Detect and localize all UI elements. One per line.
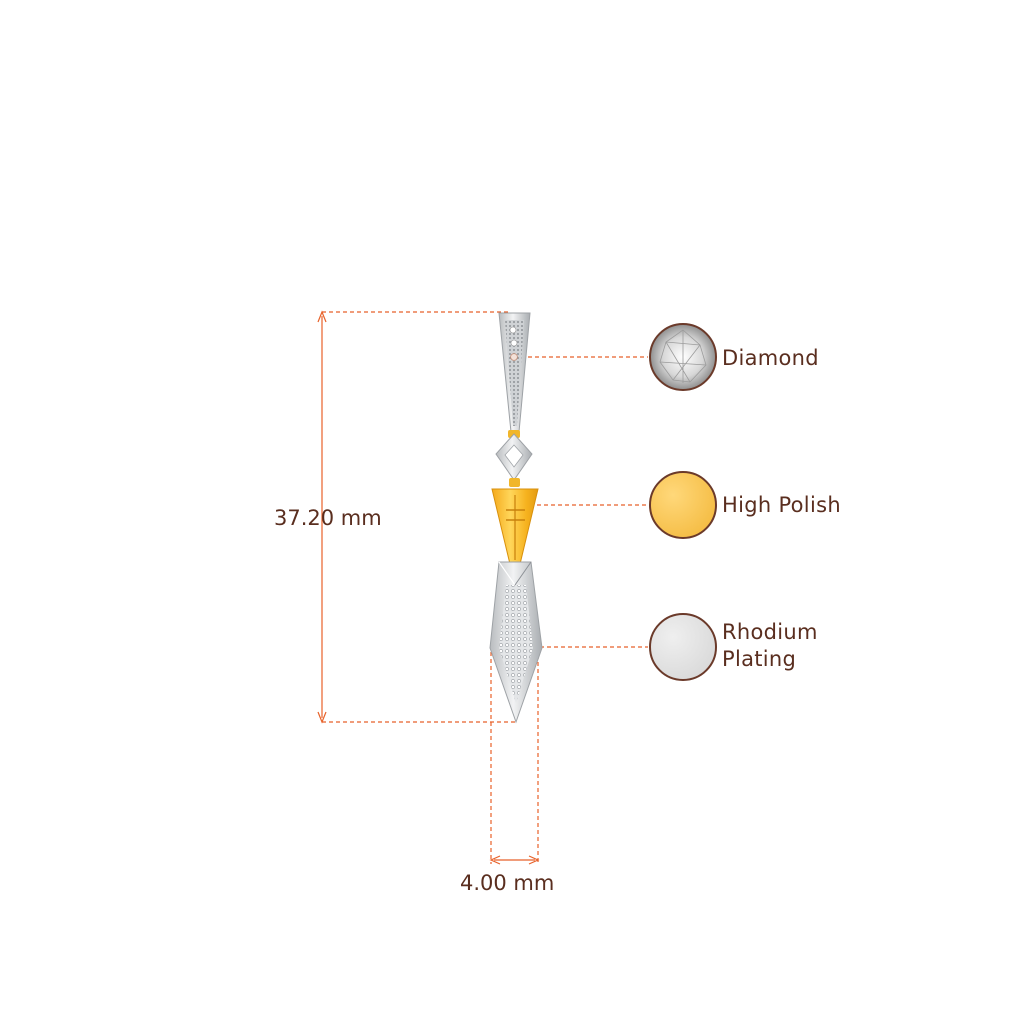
material-label-plating: Plating (722, 647, 797, 671)
material-label-high-polish: High Polish (722, 493, 841, 517)
callout-lines (514, 356, 648, 648)
width-dimension-label: 4.00 mm (460, 871, 555, 895)
earring-illustration (489, 312, 543, 724)
rhodium-plating-swatch (649, 613, 717, 681)
material-label-rhodium: Rhodium (722, 620, 818, 644)
material-label-diamond: Diamond (722, 346, 819, 370)
height-dimension-label: 37.20 mm (274, 506, 382, 530)
width-dimension-guide (489, 648, 540, 865)
high-polish-swatch (649, 471, 717, 539)
diamond-swatch (649, 323, 717, 391)
height-dimension-guide (317, 310, 515, 724)
